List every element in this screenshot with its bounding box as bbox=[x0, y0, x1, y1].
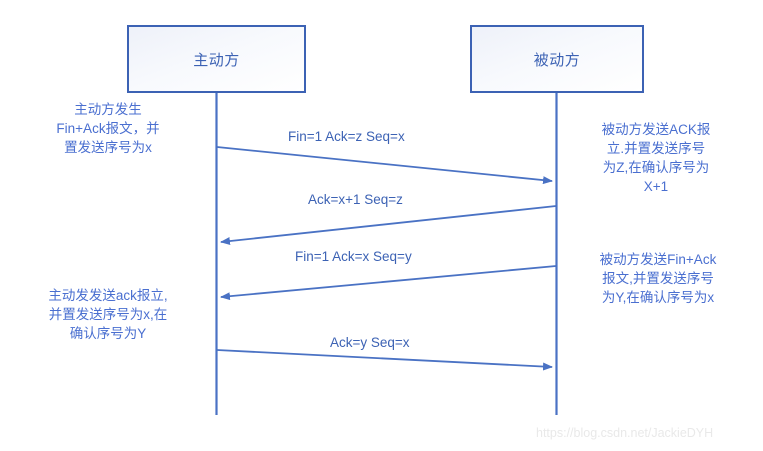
note-passive-fin-line-1: 被动方发送Fin+Ack bbox=[599, 252, 717, 267]
note-active-fin-line-3: 置发送序号为x bbox=[64, 140, 152, 155]
note-passive-fin: 被动方发送Fin+Ack 报文,并置发送序号 为Y,在确认序号为x bbox=[556, 250, 760, 307]
note-passive-ack: 被动方发送ACK报 立.并置发送序号 为Z,在确认序号为 X+1 bbox=[556, 120, 756, 196]
message-label-1: Fin=1 Ack=z Seq=x bbox=[288, 129, 405, 144]
note-passive-fin-line-2: 报文,并置发送序号 bbox=[602, 271, 714, 286]
note-active-ack: 主动发发送ack报立, 并置发送序号为x,在 确认序号为Y bbox=[8, 286, 208, 343]
message-label-2: Ack=x+1 Seq=z bbox=[308, 192, 403, 207]
message-label-3: Fin=1 Ack=x Seq=y bbox=[295, 249, 412, 264]
note-active-ack-line-1: 主动发发送ack报立, bbox=[48, 288, 168, 303]
note-active-ack-line-2: 并置发送序号为x,在 bbox=[48, 307, 168, 322]
note-passive-ack-line-1: 被动方发送ACK报 bbox=[601, 122, 711, 137]
message-label-4: Ack=y Seq=x bbox=[330, 335, 410, 350]
note-passive-ack-line-4: X+1 bbox=[643, 179, 669, 194]
note-passive-fin-line-3: 为Y,在确认序号为x bbox=[601, 290, 715, 305]
note-active-fin-line-1: 主动方发生 bbox=[74, 102, 142, 117]
note-active-ack-line-3: 确认序号为Y bbox=[69, 326, 147, 341]
message-arrow-1 bbox=[216, 146, 553, 185]
message-arrow-3 bbox=[220, 265, 557, 301]
message-arrow-2 bbox=[220, 205, 557, 246]
watermark-url: https://blog.csdn.net/JackieDYH bbox=[536, 426, 714, 440]
note-passive-ack-line-2: 立.并置发送序号 bbox=[606, 141, 706, 156]
actor-label-active: 主动方 bbox=[193, 51, 240, 69]
actor-box-passive[interactable]: 被动方 bbox=[470, 25, 644, 93]
note-active-fin-line-2: Fin+Ack报文，并 bbox=[56, 121, 160, 136]
message-arrow-4 bbox=[216, 349, 553, 371]
actor-box-active[interactable]: 主动方 bbox=[127, 25, 306, 93]
note-passive-ack-line-3: 为Z,在确认序号为 bbox=[602, 160, 710, 175]
actor-label-passive: 被动方 bbox=[533, 51, 581, 69]
note-active-fin: 主动方发生 Fin+Ack报文，并 置发送序号为x bbox=[18, 100, 198, 157]
